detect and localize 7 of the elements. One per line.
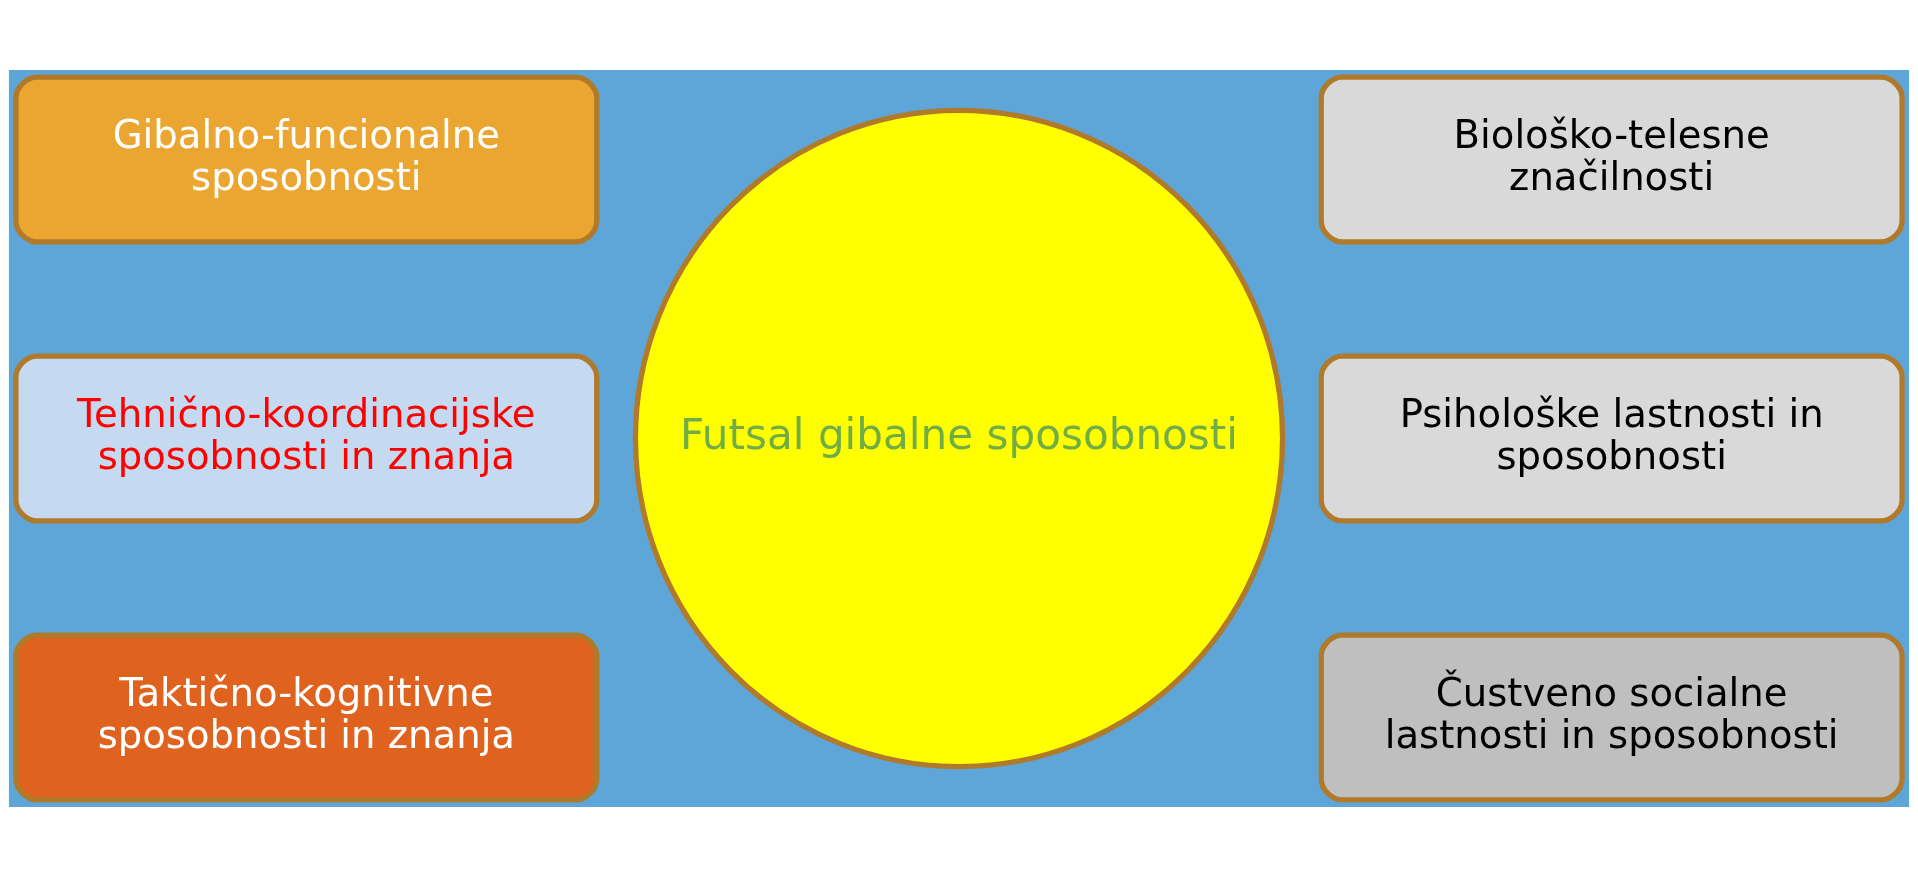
node-box: Tehnično-koordinacijske sposobnosti in znanja bbox=[13, 352, 600, 524]
node-box: Taktično-kognitivne sposobnosti in znanja bbox=[13, 631, 600, 803]
node-box: Psihološke lastnosti in sposobnosti bbox=[1318, 352, 1905, 524]
node-box: Gibalno-funcionalne sposobnosti bbox=[13, 73, 600, 245]
node-box: Biološko-telesne značilnosti bbox=[1318, 73, 1905, 245]
node-circle: Futsal gibalne sposobnosti bbox=[632, 107, 1286, 769]
node-box: Čustveno socialne lastnosti in sposobnosti bbox=[1318, 631, 1905, 803]
